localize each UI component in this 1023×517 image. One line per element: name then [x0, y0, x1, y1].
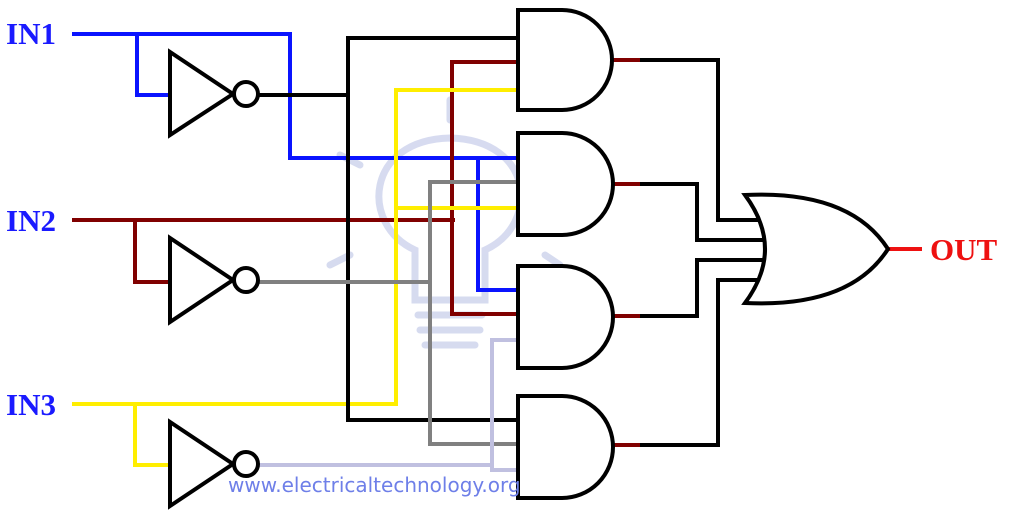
in3-to-not-wire: [133, 404, 172, 467]
output-label-out: OUT: [930, 232, 998, 267]
in3-wire: [72, 88, 520, 406]
not-gate-in1: [168, 48, 260, 139]
and1-to-or-wire: [640, 58, 760, 222]
and3-to-or-wire: [640, 258, 768, 318]
not-gate-in3: [168, 418, 260, 510]
not-gate-in2: [168, 234, 260, 326]
in1-not-bus-wire: [346, 36, 520, 422]
and-gate-2: [516, 131, 615, 237]
watermark-url: www.electricaltechnology.org: [228, 473, 521, 497]
and-gate-1: [516, 8, 614, 112]
and-gate-3: [516, 264, 615, 370]
or-gate: [741, 192, 891, 306]
input-label-in2: IN2: [6, 203, 56, 238]
and2-to-or-wire: [640, 182, 768, 242]
input-label-in1: IN1: [6, 16, 56, 51]
in2-not-bus-wire: [428, 180, 520, 446]
input-label-in3: IN3: [6, 387, 56, 422]
in1-to-not-wire: [135, 34, 172, 97]
in2-bus-wire: [450, 60, 520, 316]
in3-not-bus-wire: [490, 338, 520, 472]
and-gate-4: [516, 394, 615, 500]
and4-to-or-wire: [640, 278, 760, 447]
in2-to-not-wire: [133, 220, 172, 284]
in1-to-and3-wire: [476, 158, 520, 292]
